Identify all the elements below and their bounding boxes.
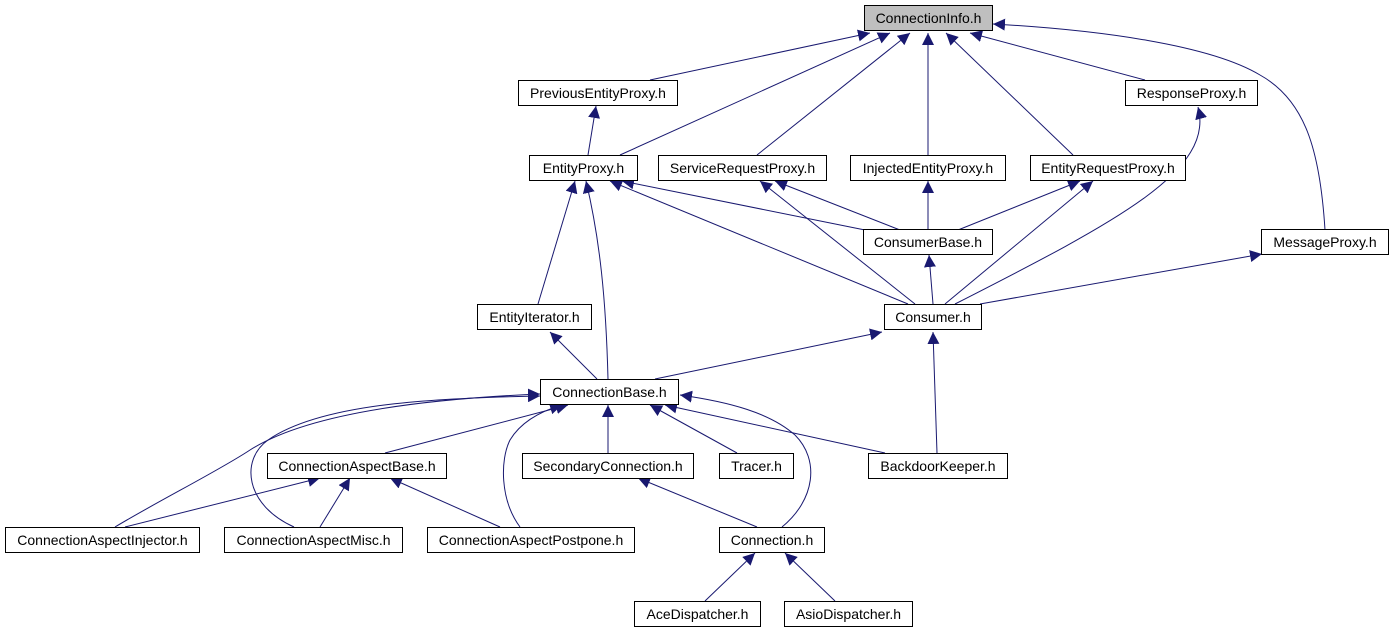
edge-consumer-to-response-proxy: [954, 106, 1207, 305]
edge-service-request-proxy-to-connection-info: [756, 32, 911, 156]
svg-text:ConnectionAspectBase.h: ConnectionAspectBase.h: [278, 458, 435, 474]
edge-connection-base-to-entity-iterator: [549, 331, 598, 380]
svg-text:ConnectionAspectMisc.h: ConnectionAspectMisc.h: [236, 532, 390, 548]
node-tracer[interactable]: Tracer.h: [719, 453, 794, 479]
node-connection-base[interactable]: ConnectionBase.h: [540, 379, 679, 405]
edge-connection-aspect-misc-to-connection-aspect-base: [319, 477, 351, 528]
node-service-request-proxy[interactable]: ServiceRequestProxy.h: [658, 155, 827, 181]
node-consumer-base[interactable]: ConsumerBase.h: [863, 229, 993, 255]
edge-consumer-base-to-service-request-proxy: [774, 179, 901, 231]
node-connection-aspect-postpone[interactable]: ConnectionAspectPostpone.h: [427, 527, 635, 553]
svg-text:EntityIterator.h: EntityIterator.h: [489, 309, 579, 325]
node-entity-iterator[interactable]: EntityIterator.h: [477, 304, 592, 330]
node-consumer[interactable]: Consumer.h: [884, 304, 982, 330]
node-ace-dispatcher[interactable]: AceDispatcher.h: [634, 601, 761, 627]
edge-previous-entity-proxy-to-connection-info: [649, 29, 871, 81]
node-connection-aspect-misc[interactable]: ConnectionAspectMisc.h: [224, 527, 403, 553]
edge-connection-aspect-injector-to-connection-base: [114, 388, 541, 528]
node-secondary-connection[interactable]: SecondaryConnection.h: [522, 453, 694, 479]
edge-connection-to-secondary-connection: [637, 477, 758, 528]
node-connection-info[interactable]: ConnectionInfo.h: [864, 5, 993, 31]
edges: [114, 18, 1326, 602]
node-connection[interactable]: Connection.h: [719, 527, 825, 553]
edge-connection-aspect-postpone-to-connection-aspect-base: [389, 477, 501, 528]
edge-consumer-to-service-request-proxy: [759, 180, 916, 305]
edge-entity-proxy-to-previous-entity-proxy: [587, 105, 600, 156]
node-response-proxy[interactable]: ResponseProxy.h: [1125, 80, 1258, 106]
svg-text:ServiceRequestProxy.h: ServiceRequestProxy.h: [670, 160, 815, 176]
edge-consumer-to-consumer-base: [923, 254, 936, 305]
edge-connection-aspect-misc-to-connection-base: [250, 390, 541, 528]
svg-text:ConnectionInfo.h: ConnectionInfo.h: [876, 10, 982, 26]
edge-connection-base-to-consumer: [654, 328, 883, 380]
node-connection-aspect-injector[interactable]: ConnectionAspectInjector.h: [5, 527, 200, 553]
edge-tracer-to-connection-base: [649, 404, 738, 454]
edge-entity-iterator-to-entity-proxy: [537, 180, 578, 305]
svg-text:Connection.h: Connection.h: [731, 532, 814, 548]
edge-ace-dispatcher-to-connection: [704, 552, 756, 602]
edge-consumer-to-entity-proxy: [609, 180, 909, 305]
edge-connection-aspect-injector-to-connection-aspect-base: [124, 475, 321, 528]
edge-consumer-base-to-entity-proxy: [621, 177, 866, 231]
edge-backdoor-keeper-to-consumer: [927, 331, 940, 454]
svg-text:PreviousEntityProxy.h: PreviousEntityProxy.h: [530, 85, 666, 101]
svg-text:MessageProxy.h: MessageProxy.h: [1273, 234, 1376, 250]
edge-connection-to-connection-base: [679, 390, 812, 528]
svg-text:Consumer.h: Consumer.h: [895, 309, 970, 325]
svg-text:InjectedEntityProxy.h: InjectedEntityProxy.h: [863, 160, 993, 176]
edge-message-proxy-to-connection-info: [992, 18, 1326, 231]
svg-text:AceDispatcher.h: AceDispatcher.h: [647, 606, 749, 622]
edge-entity-request-proxy-to-connection-info: [945, 32, 1074, 156]
svg-text:AsioDispatcher.h: AsioDispatcher.h: [796, 606, 901, 622]
node-backdoor-keeper[interactable]: BackdoorKeeper.h: [868, 453, 1008, 479]
svg-text:ConnectionAspectInjector.h: ConnectionAspectInjector.h: [17, 532, 187, 548]
node-message-proxy[interactable]: MessageProxy.h: [1261, 229, 1389, 255]
node-entity-request-proxy[interactable]: EntityRequestProxy.h: [1030, 155, 1186, 181]
svg-text:ConnectionAspectPostpone.h: ConnectionAspectPostpone.h: [439, 532, 623, 548]
edge-entity-proxy-to-connection-info: [619, 32, 891, 156]
edge-connection-aspect-base-to-connection-base: [384, 402, 569, 454]
svg-text:BackdoorKeeper.h: BackdoorKeeper.h: [880, 458, 995, 474]
edge-connection-base-to-entity-proxy: [582, 180, 609, 380]
edge-asio-dispatcher-to-connection: [784, 552, 836, 602]
node-previous-entity-proxy[interactable]: PreviousEntityProxy.h: [518, 80, 678, 106]
edge-backdoor-keeper-to-connection-base: [664, 401, 886, 454]
svg-text:EntityRequestProxy.h: EntityRequestProxy.h: [1041, 160, 1175, 176]
edge-connection-aspect-postpone-to-connection-base: [502, 402, 563, 528]
svg-text:Tracer.h: Tracer.h: [731, 458, 782, 474]
edge-consumer-to-entity-request-proxy: [944, 180, 1094, 305]
svg-text:EntityProxy.h: EntityProxy.h: [543, 160, 624, 176]
node-injected-entity-proxy[interactable]: InjectedEntityProxy.h: [850, 155, 1006, 181]
edge-response-proxy-to-connection-info: [969, 30, 1146, 81]
svg-text:ResponseProxy.h: ResponseProxy.h: [1137, 85, 1246, 101]
svg-text:ConnectionBase.h: ConnectionBase.h: [552, 384, 666, 400]
svg-text:ConsumerBase.h: ConsumerBase.h: [874, 234, 982, 250]
edge-consumer-base-to-entity-request-proxy: [957, 179, 1081, 231]
node-asio-dispatcher[interactable]: AsioDispatcher.h: [784, 601, 913, 627]
node-entity-proxy[interactable]: EntityProxy.h: [529, 155, 638, 181]
node-connection-aspect-base[interactable]: ConnectionAspectBase.h: [267, 453, 447, 479]
edge-consumer-to-message-proxy: [979, 250, 1263, 305]
svg-text:SecondaryConnection.h: SecondaryConnection.h: [533, 458, 682, 474]
